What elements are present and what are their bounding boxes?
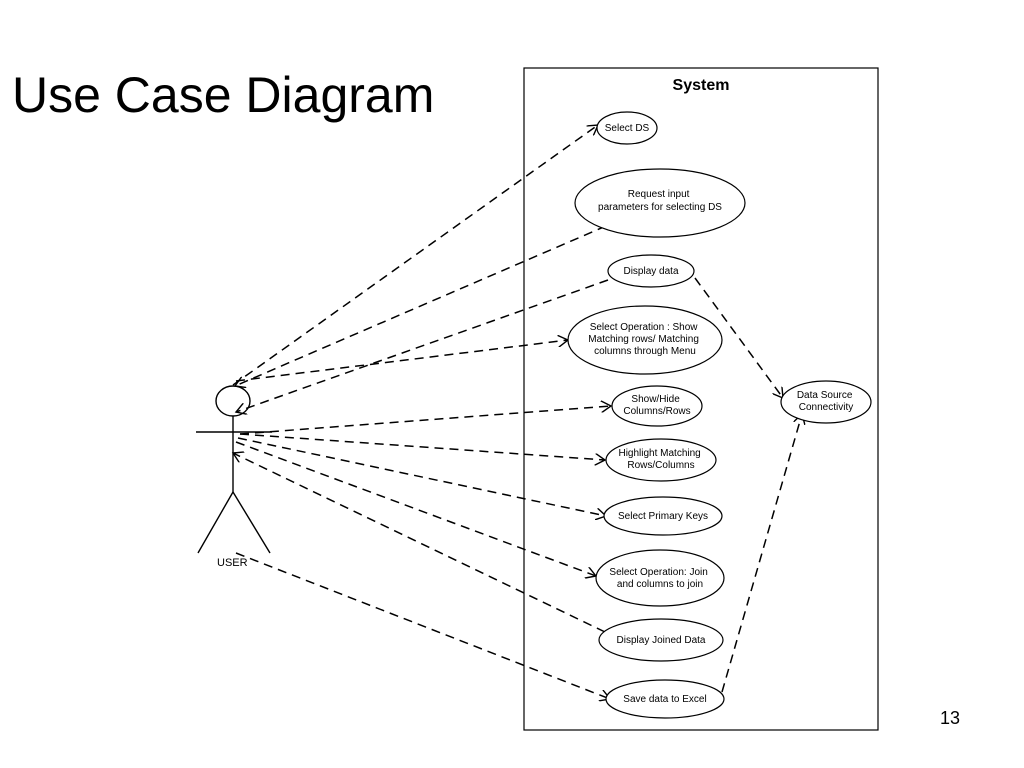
- use-case-label: Display data: [623, 266, 678, 277]
- slide-title: Use Case Diagram: [12, 67, 435, 123]
- link-user-save-excel: [235, 552, 610, 699]
- link-display-data-data-source: [694, 277, 783, 398]
- svg-text:Select Primary Keys: Select Primary Keys: [618, 511, 708, 522]
- use-case-save-excel: Save data to Excel: [605, 679, 725, 719]
- link-user-select-operation-join: [235, 441, 596, 576]
- use-case-data-source-connectivity: Data Source Connectivity: [780, 380, 872, 424]
- use-case-show-hide: Show/Hide Columns/Rows: [611, 385, 703, 427]
- use-case-display-joined: Display Joined Data: [598, 618, 724, 662]
- link-user-highlight-matching: [239, 433, 605, 460]
- use-case-select-ds: Select DS: [596, 111, 658, 145]
- svg-text:Select DS: Select DS: [605, 123, 650, 134]
- link-display-joined-user: [233, 453, 606, 633]
- use-case-label: Rows/Columns: [627, 460, 694, 471]
- use-case-select-operation-join: Select Operation: Join and columns to jo…: [595, 549, 725, 607]
- connections: [233, 125, 802, 699]
- svg-text:Display Joined Data: Display Joined Data: [617, 635, 706, 646]
- use-case-label: Request input: [628, 189, 690, 200]
- svg-text:Save data to Excel: Save data to Excel: [623, 694, 706, 705]
- use-case-label: Save data to Excel: [623, 694, 706, 705]
- use-case-label: Select Primary Keys: [618, 511, 708, 522]
- link-display-data-user: [236, 279, 609, 412]
- use-case-label: Highlight Matching: [618, 448, 700, 459]
- use-case-label: columns through Menu: [594, 346, 696, 357]
- data-source-label: Connectivity: [799, 402, 853, 413]
- actor-right-leg: [232, 491, 271, 554]
- use-case-label: parameters for selecting DS: [598, 202, 722, 213]
- svg-text:Select Operation : Show: Select Operation : Show Matching rows/ M…: [588, 322, 701, 357]
- data-source-label: Data Source: [797, 390, 853, 401]
- link-user-select-ds: [232, 125, 598, 386]
- use-case-display-data: Display data: [607, 254, 695, 288]
- use-case-label: and columns to join: [617, 579, 703, 590]
- use-case-label: Select DS: [605, 123, 650, 134]
- system-boundary: [523, 67, 879, 731]
- use-case-highlight-matching: Highlight Matching Rows/Columns: [605, 438, 717, 482]
- use-case-label: Select Operation: Join: [609, 567, 707, 578]
- actor-left-leg: [197, 491, 234, 554]
- link-save-excel-data-source: [721, 414, 802, 693]
- svg-text:Display data: Display data: [623, 266, 678, 277]
- use-case-label: Columns/Rows: [623, 406, 690, 417]
- link-user-select-operation-show: [235, 340, 568, 382]
- actor-label: USER: [217, 557, 248, 569]
- actor-head: [215, 385, 251, 417]
- use-case-label: Show/Hide: [631, 394, 680, 405]
- use-case-request-input: Request input parameters for selecting D…: [574, 168, 746, 238]
- use-case-label: Display Joined Data: [617, 635, 706, 646]
- link-user-show-hide: [239, 406, 611, 435]
- page-number: 13: [940, 708, 961, 728]
- use-case-label: Select Operation : Show: [590, 322, 699, 333]
- svg-text:Data Source Connectivity: Data Source Connectivity: [797, 390, 855, 413]
- svg-text:Highlight Matching Row: Highlight Matching Rows/Columns: [618, 448, 703, 471]
- svg-text:Select Operation: Join: Select Operation: Join and columns to jo…: [609, 567, 710, 590]
- link-request-input-user: [235, 225, 607, 386]
- svg-text:Show/Hide Columns/Rows: Show/Hide Columns/Rows: [623, 394, 690, 417]
- use-case-select-operation-show: Select Operation : Show Matching rows/ M…: [567, 305, 723, 375]
- actor-user: [196, 385, 272, 554]
- svg-text:Request input paramete: Request input parameters for selecting D…: [598, 189, 722, 213]
- use-cases: Select DS Request input parameters for s…: [567, 111, 746, 719]
- system-label: System: [673, 77, 730, 94]
- link-user-select-primary-keys: [237, 437, 606, 516]
- use-case-label: Matching rows/ Matching: [588, 334, 699, 345]
- use-case-select-primary-keys: Select Primary Keys: [603, 496, 723, 536]
